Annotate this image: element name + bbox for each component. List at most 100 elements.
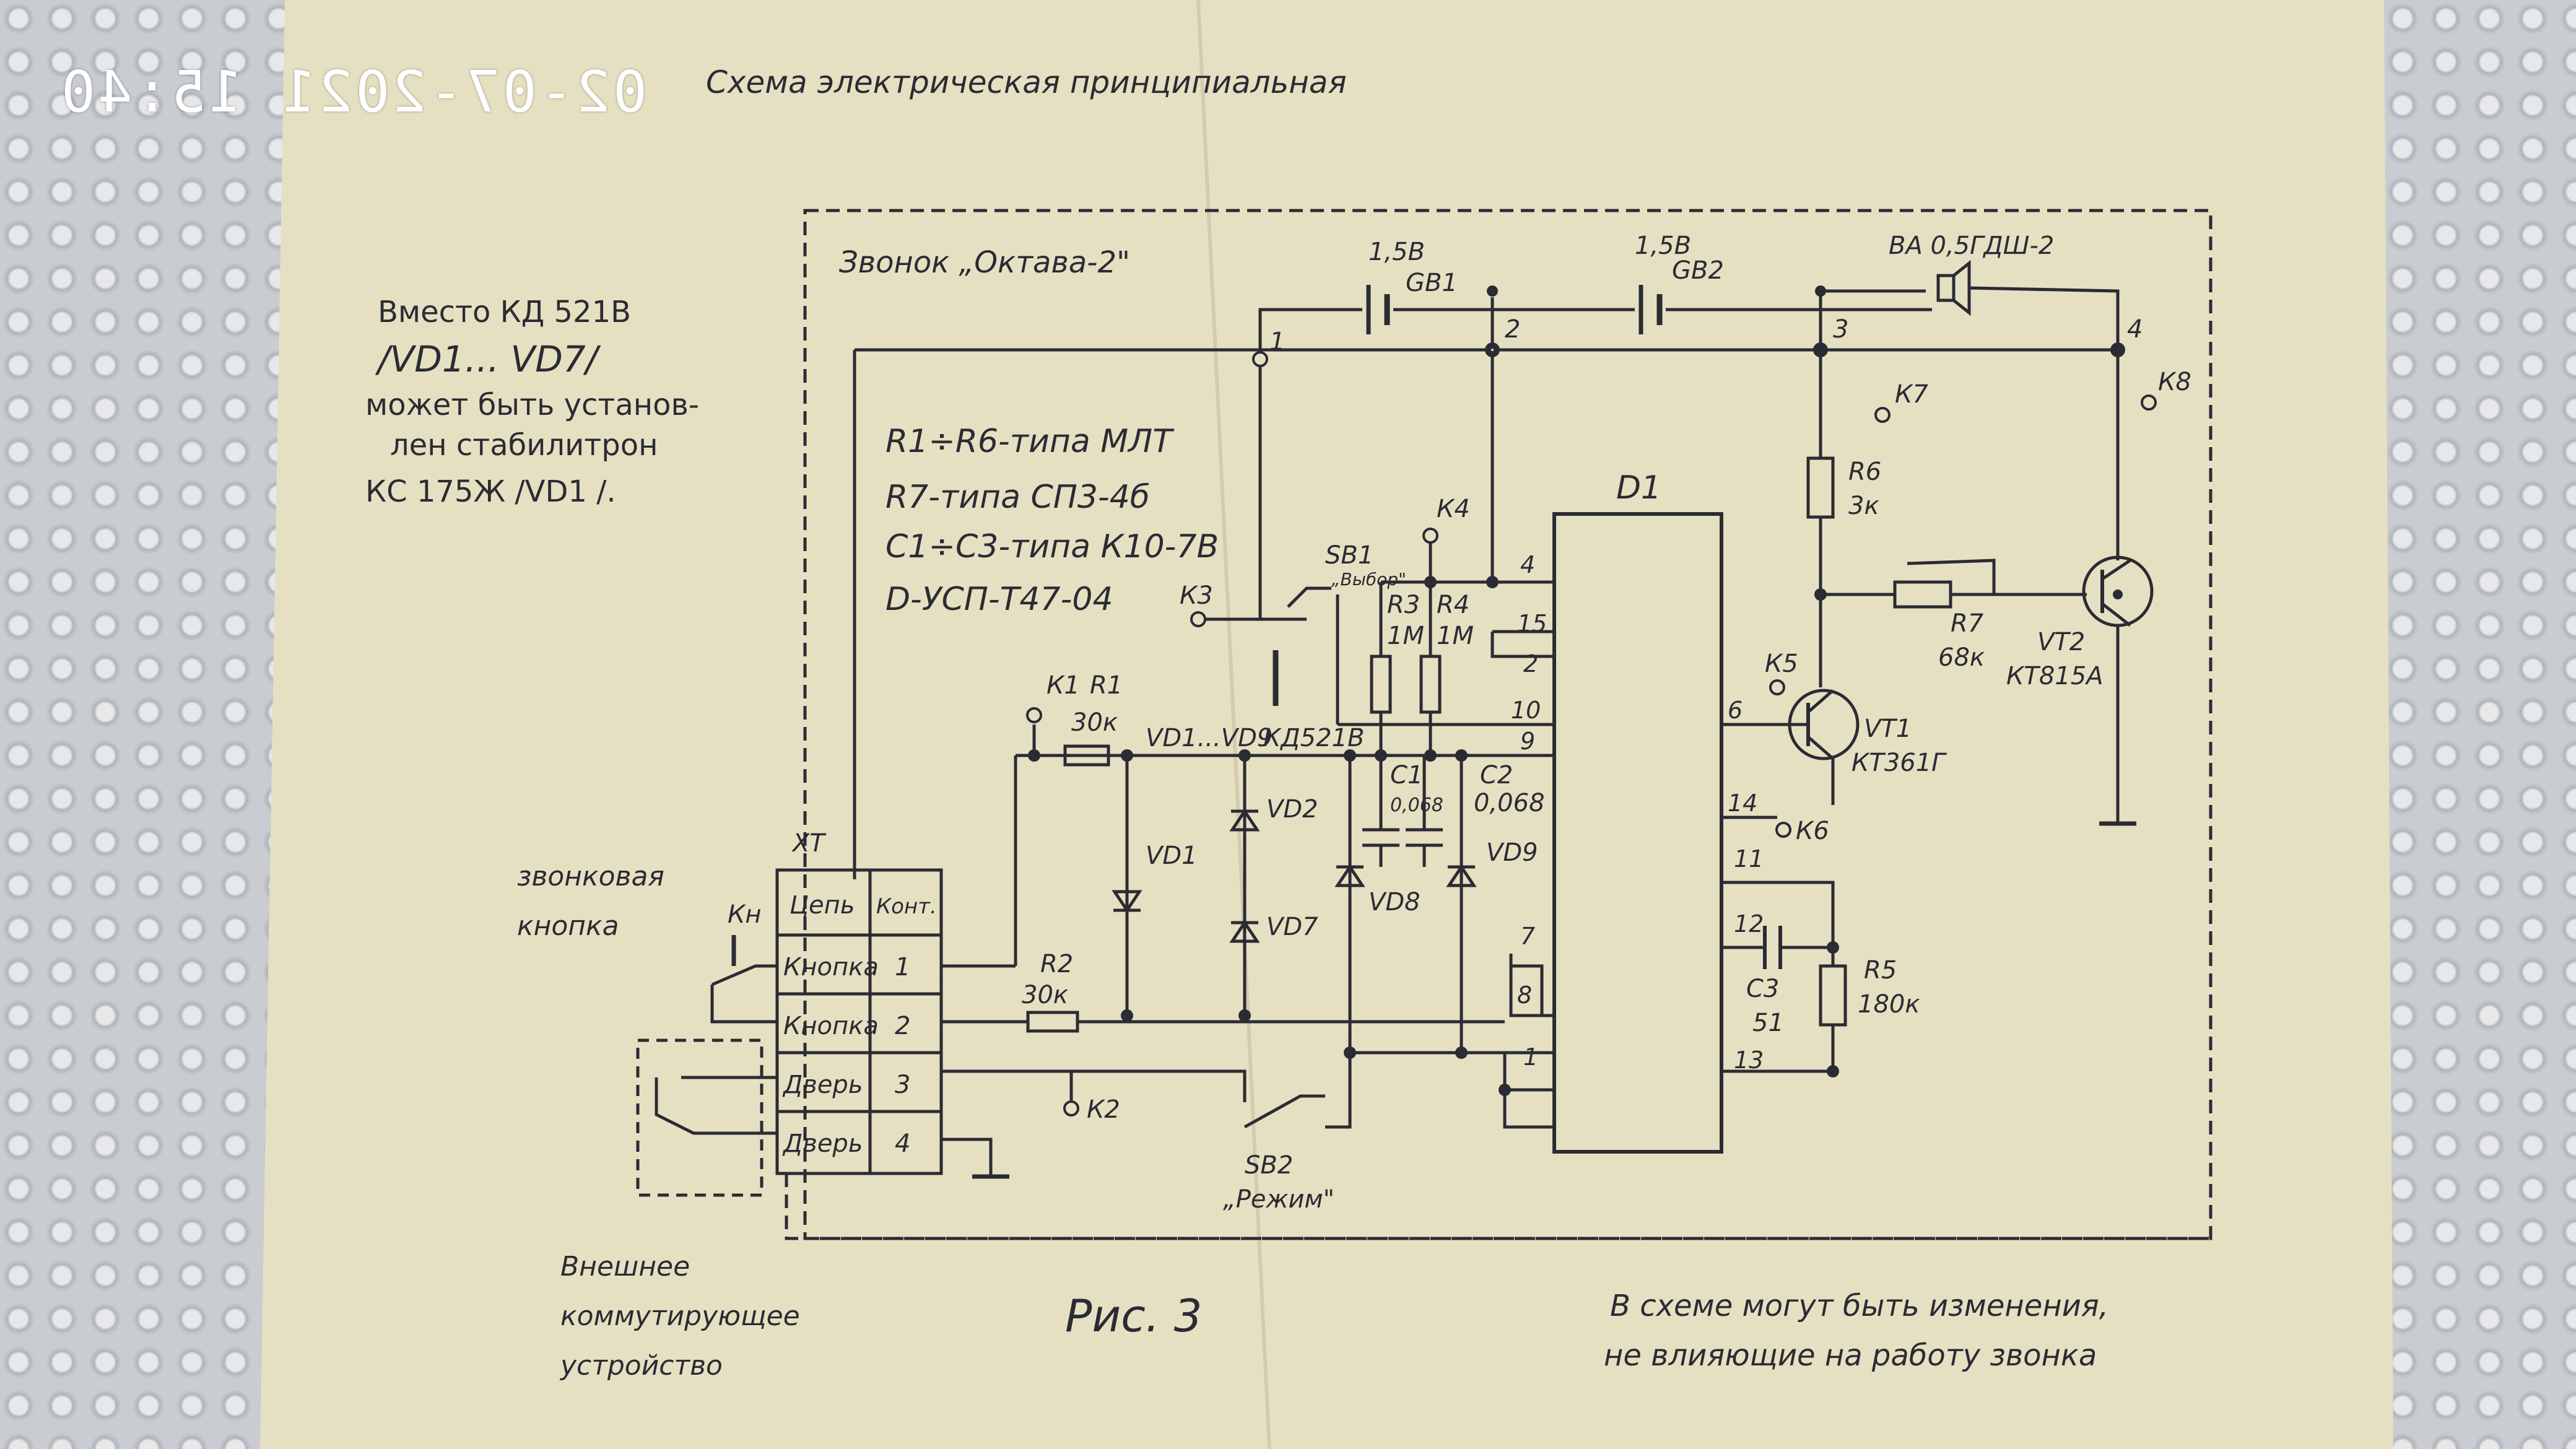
label-node-1: 1 bbox=[1269, 328, 1285, 356]
label-r2: R2 bbox=[1040, 950, 1073, 978]
outer-frame bbox=[803, 209, 2213, 1240]
spec-r7: R7-типа СП3-4б bbox=[886, 479, 1150, 516]
diode-vd8 bbox=[1334, 864, 1365, 887]
label-vd1: VD1 bbox=[1146, 842, 1198, 870]
svg-text:2: 2 bbox=[1523, 650, 1538, 677]
label-gb1: GB1 bbox=[1406, 269, 1458, 297]
label-gb2: GB2 bbox=[1672, 256, 1724, 285]
side-labels: звонковая кнопка Внешнее коммутирующее у… bbox=[517, 861, 800, 1382]
label-xt: XT bbox=[791, 829, 827, 858]
diode-vd9 bbox=[1446, 864, 1477, 887]
figure-caption: Рис. 3 bbox=[1065, 1290, 1202, 1342]
label-vd8: VD8 bbox=[1368, 888, 1421, 916]
nodes bbox=[1028, 285, 2125, 1096]
diode-vd1 bbox=[1112, 890, 1142, 913]
label-c1: С1 bbox=[1390, 761, 1423, 790]
label-kd: КД521В bbox=[1263, 724, 1364, 752]
label-vd-set: VD1...VD9 bbox=[1146, 724, 1273, 752]
label-c3-value: 51 bbox=[1752, 1009, 1784, 1037]
label-vt1: VT1 bbox=[1864, 715, 1912, 743]
label-external-1: Внешнее bbox=[560, 1251, 690, 1282]
label-external-3: устройство bbox=[559, 1350, 723, 1382]
label-vd7: VD7 bbox=[1266, 913, 1318, 941]
xt-row1-contact: 1 bbox=[895, 953, 910, 981]
label-vd9: VD9 bbox=[1486, 838, 1538, 867]
label-v2: 1,5В bbox=[1635, 232, 1691, 260]
label-ba: ВА 0,5ГДШ-2 bbox=[1889, 232, 2054, 260]
label-node-4: 4 bbox=[2127, 315, 2143, 344]
svg-text:12: 12 bbox=[1734, 910, 1764, 938]
label-v1: 1,5В bbox=[1368, 238, 1425, 266]
label-r5-value: 180к bbox=[1858, 990, 1920, 1019]
label-r5: R5 bbox=[1864, 956, 1897, 985]
note-line-2: /VD1... VD7/ bbox=[375, 338, 601, 380]
timestamp-stamp: 02-07-2021 15:40 bbox=[59, 59, 648, 125]
label-r6: R6 bbox=[1848, 458, 1881, 486]
svg-text:10: 10 bbox=[1511, 697, 1541, 724]
xt-row3-contact: 3 bbox=[895, 1071, 910, 1099]
label-r1-value: 30к bbox=[1071, 708, 1118, 737]
terminals bbox=[1026, 346, 2157, 1116]
xt-row4-circuit: Дверь bbox=[782, 1129, 863, 1158]
chip-d1 bbox=[1552, 512, 1723, 1154]
note-line-4: лен стабилитрон bbox=[390, 428, 658, 463]
label-vt1-type: КТ361Г bbox=[1852, 749, 1947, 777]
label-sb2-name: „Режим" bbox=[1223, 1185, 1334, 1214]
svg-text:1: 1 bbox=[1523, 1043, 1538, 1071]
spec-resistors: R1÷R6-типа МЛТ bbox=[886, 423, 1175, 460]
label-r6-value: 3к bbox=[1848, 492, 1879, 520]
xt-row2-contact: 2 bbox=[895, 1012, 910, 1040]
schematic-title: Схема электрическая принципиальная bbox=[706, 64, 1347, 100]
resistor-r1 bbox=[1063, 744, 1110, 767]
label-r7-value: 68к bbox=[1938, 643, 1985, 672]
label-sb2: SB2 bbox=[1245, 1151, 1293, 1180]
diode-vd7 bbox=[1229, 920, 1260, 943]
svg-text:8: 8 bbox=[1517, 981, 1532, 1009]
svg-text:4: 4 bbox=[1520, 551, 1535, 578]
label-r1: R1 bbox=[1090, 671, 1123, 700]
label-kn: Кн bbox=[728, 900, 762, 929]
label-vt2-type: КТ815А bbox=[2006, 662, 2104, 690]
label-k6: К6 bbox=[1796, 817, 1829, 845]
label-sb1: SB1 bbox=[1325, 541, 1373, 570]
label-r7: R7 bbox=[1951, 609, 1984, 638]
label-k7: К7 bbox=[1895, 380, 1928, 409]
component-spec-list: R1÷R6-типа МЛТ R7-типа СП3-4б С1÷С3-типа… bbox=[886, 423, 1219, 618]
xt-row1-circuit: Кнопка bbox=[783, 953, 879, 981]
note-line-3: может быть установ- bbox=[365, 388, 699, 422]
svg-text:7: 7 bbox=[1520, 923, 1535, 950]
label-k1: К1 bbox=[1046, 671, 1080, 700]
label-vd2: VD2 bbox=[1266, 795, 1318, 824]
label-k5: К5 bbox=[1765, 650, 1798, 678]
component-labels: 1,5В GB1 1,5В GB2 ВА 0,5ГДШ-2 1 2 3 4 К7… bbox=[728, 232, 2191, 1214]
label-d1: D1 bbox=[1616, 469, 1661, 507]
footnote-line-2: не влияющие на работу звонка bbox=[1604, 1338, 2097, 1373]
label-bell-button-1: звонковая bbox=[517, 861, 664, 892]
svg-text:13: 13 bbox=[1734, 1046, 1764, 1074]
external-device-box bbox=[636, 1038, 764, 1197]
label-sb1-name: „Выбор" bbox=[1331, 569, 1406, 590]
label-k8: К8 bbox=[2158, 368, 2191, 396]
label-r3: R3 bbox=[1387, 591, 1420, 619]
xt-row4-contact: 4 bbox=[895, 1129, 910, 1158]
label-k2: К2 bbox=[1087, 1095, 1120, 1124]
svg-text:15: 15 bbox=[1517, 610, 1547, 637]
xt-row3-circuit: Дверь bbox=[782, 1071, 863, 1099]
label-external-2: коммутирующее bbox=[560, 1300, 800, 1332]
svg-text:14: 14 bbox=[1728, 790, 1757, 817]
xt-table-text: Цепь Конт. Кнопка 1 Кнопка 2 Дверь 3 Две… bbox=[782, 891, 937, 1158]
label-r4-value: 1М bbox=[1437, 622, 1474, 650]
label-c2-value: 0,068 bbox=[1474, 789, 1545, 817]
xt-header-contact: Конт. bbox=[876, 894, 937, 919]
paper-sheet bbox=[260, 0, 2393, 1449]
label-c2: С2 bbox=[1480, 761, 1513, 790]
label-vt2: VT2 bbox=[2037, 628, 2085, 656]
label-k3: К3 bbox=[1180, 581, 1213, 610]
label-node-2: 2 bbox=[1505, 315, 1520, 344]
substitution-note: Вместо КД 521В /VD1... VD7/ может быть у… bbox=[365, 295, 699, 509]
spec-chip: D-УСП-Т47-04 bbox=[886, 581, 1113, 618]
label-c3: С3 bbox=[1746, 975, 1779, 1003]
frame-label: Звонок „Октава-2" bbox=[839, 245, 1130, 280]
svg-text:6: 6 bbox=[1728, 697, 1743, 724]
